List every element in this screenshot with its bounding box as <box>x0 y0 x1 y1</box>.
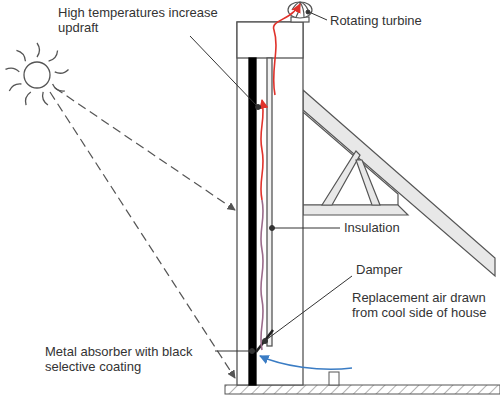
callout-label: High temperatures increase updraft <box>58 5 233 35</box>
metal-absorber <box>249 58 256 385</box>
callout-label: Metal absorber with black selective coat… <box>45 344 215 374</box>
floor-sill <box>329 372 339 385</box>
insulation-panel <box>267 58 272 346</box>
warm-air-arrow <box>261 100 263 200</box>
roof-truss <box>303 90 495 276</box>
callout-label: Damper <box>356 262 436 277</box>
callout-label: Replacement air drawn from cool side of … <box>352 290 497 320</box>
damper-flap <box>256 330 273 352</box>
sun-symbol <box>5 43 68 106</box>
leader-lines <box>190 10 352 354</box>
solar-radiation <box>50 88 235 378</box>
warming-air <box>261 200 263 350</box>
callout-label: Insulation <box>344 220 444 235</box>
solar-chimney <box>237 22 303 385</box>
floor-slab <box>225 385 500 394</box>
cool-air-arrow <box>260 356 352 369</box>
exhaust-air-arrow <box>274 4 300 95</box>
callout-label: Rotating turbine <box>330 13 450 28</box>
